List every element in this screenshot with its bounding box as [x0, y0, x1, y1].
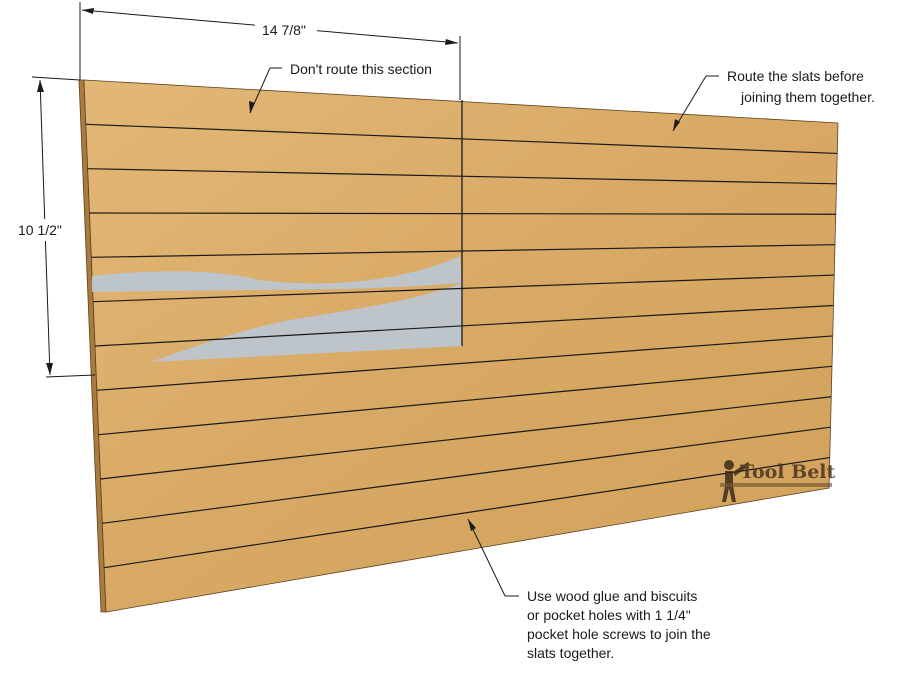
slat-seam-line — [93, 274, 835, 303]
route-arrowhead — [673, 119, 680, 131]
no-route-text: Don't route this section — [290, 61, 432, 77]
glare-lower — [150, 283, 462, 362]
height-dimension: 10 1/2" — [14, 76, 96, 378]
slat-seam-line — [91, 244, 836, 258]
height-arrow-bottom — [46, 363, 53, 375]
logo-figure-icon — [722, 460, 750, 502]
logo-belt-bar — [720, 483, 832, 487]
route-text-line1: Route the slats before — [727, 68, 864, 84]
glue-text-line2: or pocket holes with 1 1/4" — [527, 607, 691, 623]
logo-text: Tool Belt — [740, 461, 836, 483]
height-extension-bottom — [45, 374, 96, 378]
glue-text-line1: Use wood glue and biscuits — [527, 588, 697, 604]
tool-belt-logo: Tool Belt — [720, 460, 836, 502]
width-arrow-left — [82, 8, 94, 14]
glue-leader-diag — [467, 518, 506, 597]
route-callout: Route the slats before joining them toge… — [672, 68, 875, 132]
slat-seam-line — [100, 396, 832, 480]
glue-text-line3: pocket hole screws to join the — [527, 626, 711, 642]
slat-lines — [85, 123, 838, 569]
slat-seam-line — [98, 365, 833, 436]
route-text-line2: joining them together. — [740, 89, 875, 105]
glue-arrowhead — [468, 519, 476, 531]
glare-upper — [92, 256, 462, 292]
width-label-bg — [255, 20, 317, 40]
no-route-arrowhead — [249, 101, 255, 113]
slat-seam-line — [104, 456, 830, 569]
slat-seam-line — [102, 426, 831, 524]
glue-callout: Use wood glue and biscuits or pocket hol… — [467, 518, 711, 661]
slat-seam-line — [96, 335, 833, 391]
height-label-bg — [14, 219, 78, 241]
width-label: 14 7/8" — [262, 22, 306, 38]
width-arrow-right — [445, 39, 458, 45]
no-route-callout: Don't route this section — [249, 61, 432, 114]
glue-text-line4: slats together. — [527, 645, 614, 661]
height-arrow-top — [37, 80, 44, 92]
width-dimension: 14 7/8" — [79, 2, 461, 100]
height-label: 10 1/2" — [18, 222, 62, 238]
height-extension-top — [31, 76, 81, 81]
slat-seam-line — [94, 304, 834, 347]
